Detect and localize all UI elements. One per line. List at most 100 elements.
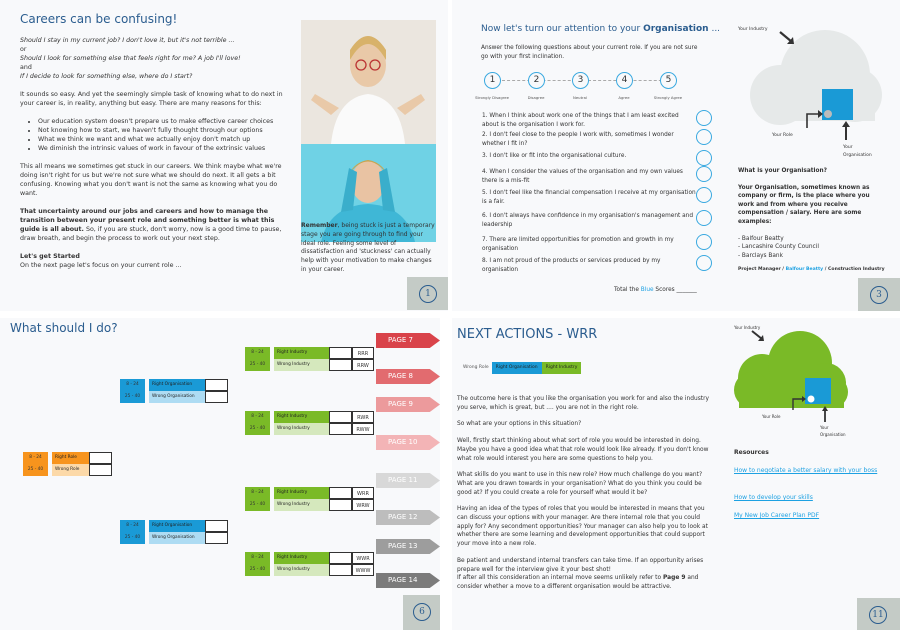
role-label: Right Role xyxy=(52,452,89,464)
industry-label: Right Industry xyxy=(274,411,329,423)
paragraph: It sounds so easy. And yet the seemingly… xyxy=(20,91,283,107)
bold-text: Remember xyxy=(301,222,338,229)
text: and consider whether a move to a differe… xyxy=(457,575,699,590)
question-text: 2. I don't feel close to the people I wo… xyxy=(482,132,674,147)
answer-circle[interactable] xyxy=(696,166,712,182)
answer-circle[interactable] xyxy=(696,210,712,226)
balfour-beatty-link[interactable]: Balfour Beatty xyxy=(785,267,824,273)
score-range: 8 - 24 xyxy=(251,555,264,560)
page-14-link[interactable]: PAGE 14 xyxy=(376,573,440,588)
answer-circle[interactable] xyxy=(696,187,712,203)
diagram-label-org1: Your xyxy=(819,425,829,430)
question-text: 1. When I think about work one of the th… xyxy=(482,113,679,128)
answer-circle[interactable] xyxy=(696,255,712,271)
outcome-code: RWW xyxy=(352,423,374,435)
question-text: 5. I don't feel like the financial compe… xyxy=(482,190,696,205)
woman-image-icon xyxy=(311,36,425,144)
page-number-label: 11 xyxy=(869,606,887,624)
industry-score-input[interactable] xyxy=(329,564,352,576)
list-item: Our education system doesn't prepare us … xyxy=(38,117,285,126)
organisation-cloud-diagram: Your Industry Your Role Your Organisatio… xyxy=(737,26,882,158)
man-photo xyxy=(301,144,436,242)
score-range: 8 - 24 xyxy=(251,414,264,419)
score-range: 8 - 24 xyxy=(251,490,264,495)
org-label: Right Organisation xyxy=(149,379,205,391)
example: - Lancashire County Council xyxy=(738,244,819,251)
answer-circle[interactable] xyxy=(696,234,712,250)
paragraph: Having an idea of the types of roles tha… xyxy=(457,506,708,548)
text: So, if you are stuck, don't worry, now i… xyxy=(20,226,282,242)
man-image-icon xyxy=(321,160,415,242)
text: Scores _______ xyxy=(653,287,697,293)
industry-label: Right Industry xyxy=(274,552,329,564)
answer-circle[interactable] xyxy=(696,110,712,126)
score-range: 25 - 40 xyxy=(27,467,44,472)
page-title: NEXT ACTIONS - WRR xyxy=(457,327,598,342)
scale-line xyxy=(502,80,677,81)
org-score-input[interactable] xyxy=(205,391,228,403)
industry-cloud-diagram: Your Industry Your Role Your Organisatio… xyxy=(733,325,848,437)
survey-title: Now let's turn our attention to your Org… xyxy=(481,24,720,34)
career-plan-pdf-link[interactable]: My New Job Career Plan PDF xyxy=(734,512,820,519)
score-range: 25 - 40 xyxy=(124,535,141,540)
answer-circle[interactable] xyxy=(696,129,712,145)
industry-score-input[interactable] xyxy=(329,423,352,435)
scale-label: Disagree xyxy=(527,95,545,100)
text: , being stuck is just a temporary stage … xyxy=(301,222,435,273)
org-score-input[interactable] xyxy=(205,379,228,391)
survey-intro: Answer the following questions about you… xyxy=(481,45,698,60)
bold-text: That uncertainty around our jobs and car… xyxy=(20,208,275,233)
page-7-link[interactable]: PAGE 7 xyxy=(376,333,440,348)
scale-circle-2: 2 xyxy=(528,72,545,89)
org-score-input[interactable] xyxy=(205,520,228,532)
and-text: and xyxy=(20,64,32,71)
industry-label: Wrong Industry xyxy=(274,359,329,371)
scale-label: Strongly Disagree xyxy=(475,95,509,100)
page-number-label: 1 xyxy=(419,285,437,303)
industry-score-input[interactable] xyxy=(329,552,352,564)
industry-score-input[interactable] xyxy=(329,359,352,371)
paragraph: Well, firstly start thinking about what … xyxy=(457,438,709,462)
diagram-label-role: Your Role xyxy=(771,132,793,138)
page-8-link[interactable]: PAGE 8 xyxy=(376,369,440,384)
org-score-input[interactable] xyxy=(205,532,228,544)
develop-skills-link[interactable]: How to develop your skills xyxy=(734,494,813,501)
page-13-link[interactable]: PAGE 13 xyxy=(376,539,440,554)
industry-score-input[interactable] xyxy=(329,499,352,511)
industry-label: Right Industry xyxy=(274,347,329,359)
industry-score-input[interactable] xyxy=(329,347,352,359)
page-10-link[interactable]: PAGE 10 xyxy=(376,435,440,450)
page-9-link[interactable]: PAGE 9 xyxy=(376,397,440,412)
role-score-input[interactable] xyxy=(89,464,112,476)
industry-score-input[interactable] xyxy=(329,487,352,499)
outcome-code: WWW xyxy=(352,564,374,576)
role-score-input[interactable] xyxy=(89,452,112,464)
industry-label: Wrong Industry xyxy=(274,499,329,511)
score-range: 8 - 24 xyxy=(251,350,264,355)
question-text: 7. There are limited opportunities for p… xyxy=(482,237,674,252)
list-item: We diminish the intrinsic values of work… xyxy=(38,144,285,153)
question-1: Should I stay in my current job? I don't… xyxy=(20,37,235,44)
page-1: Careers can be confusing! Should I stay … xyxy=(0,0,448,311)
industry-score-input[interactable] xyxy=(329,411,352,423)
question-text: 8. I am not proud of the products or ser… xyxy=(482,258,661,273)
score-range: 25 - 40 xyxy=(249,567,266,572)
outcome-code: WWR xyxy=(352,552,374,564)
page-number-label: 3 xyxy=(870,286,888,304)
tag-right-industry: Right Industry xyxy=(541,362,582,374)
paragraph: Be patient and understand internal trans… xyxy=(457,557,704,573)
page-11-link[interactable]: PAGE 11 xyxy=(376,473,440,488)
answer-circle[interactable] xyxy=(696,150,712,166)
diagram-label-org2: Organisation xyxy=(843,152,872,158)
paragraph: That uncertainty around our jobs and car… xyxy=(20,207,285,243)
info-text: Your Organisation, sometimes known as co… xyxy=(738,184,870,225)
outcome-code: WRW xyxy=(352,499,374,511)
page-12-link[interactable]: PAGE 12 xyxy=(376,510,440,525)
scale-circle-3: 3 xyxy=(572,72,589,89)
negotiate-salary-link[interactable]: How to negotiate a better salary with yo… xyxy=(734,467,878,474)
list-item: Not knowing how to start, we haven't ful… xyxy=(38,126,285,135)
text: / Construction Industry xyxy=(823,267,885,273)
page-3: Now let's turn our attention to your Org… xyxy=(452,0,900,311)
